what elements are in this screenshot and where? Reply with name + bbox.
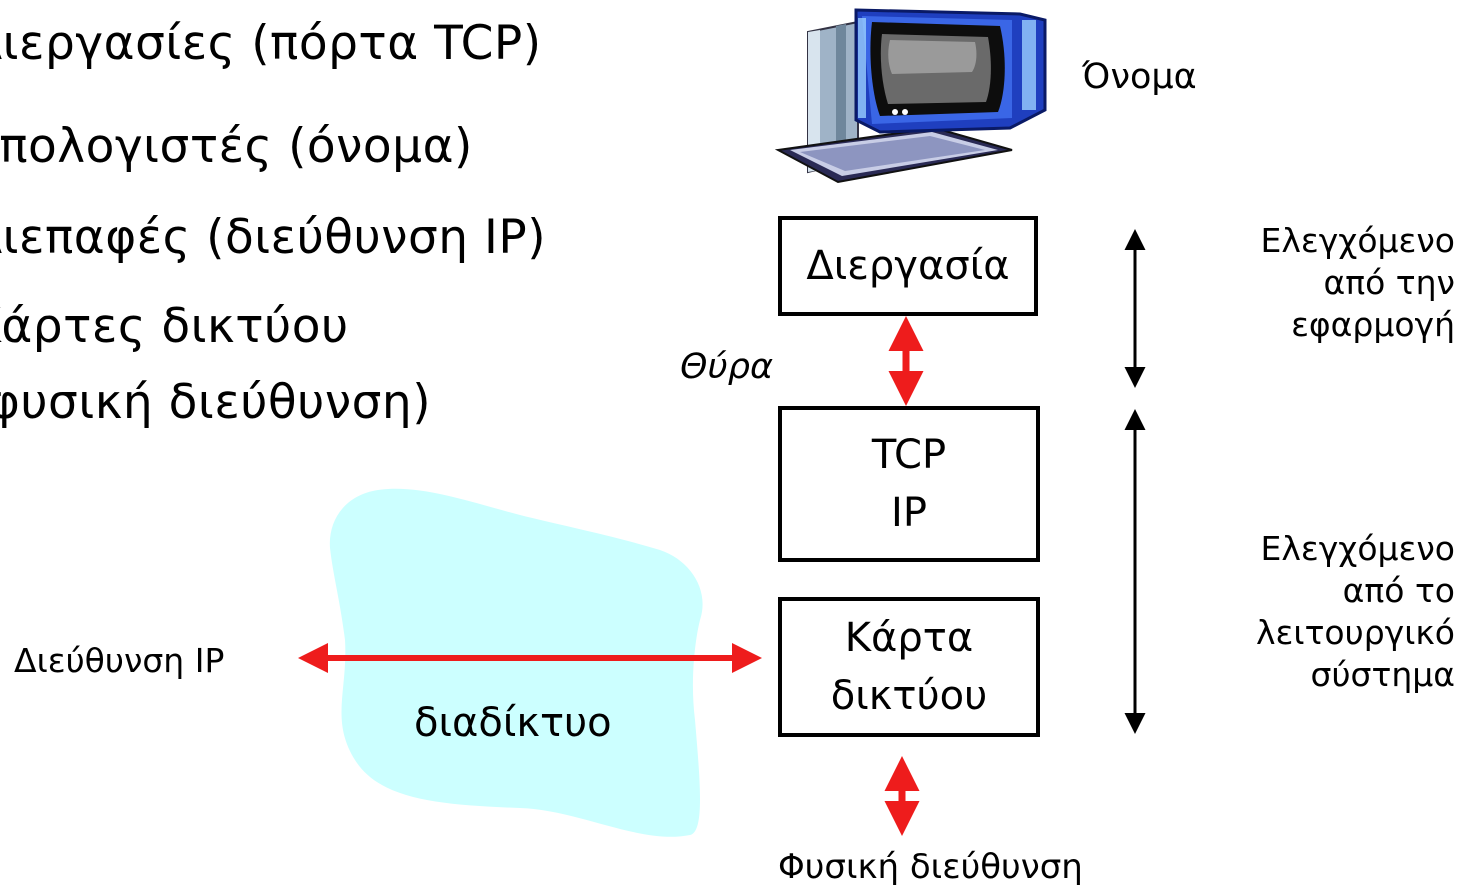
ip-label: IP (891, 490, 927, 536)
process-box: Διεργασία (778, 216, 1038, 316)
app-controlled-line1: Ελεγχόμενο (1260, 221, 1455, 260)
nic-label-line1: Κάρτα (844, 615, 974, 661)
os-controlled-line4: σύστημα (1310, 655, 1455, 694)
os-controlled-line2: από το (1342, 571, 1455, 610)
bullet-interfaces: Διεπαφές (διεύθυνση IP) (0, 210, 547, 265)
app-controlled-label: Ελεγχόμενο από την εφαρμογή (1155, 220, 1455, 346)
nic-box: Κάρτα δικτύου (778, 597, 1040, 737)
bullet-computers: Υπολογιστές (όνομα) (0, 119, 473, 174)
host-name-label: Όνομα (1082, 57, 1197, 97)
internet-label: διαδίκτυο (414, 700, 612, 746)
internet-cloud (329, 488, 703, 837)
port-label: Θύρα (680, 347, 774, 387)
os-controlled-line3: λειτουργικό (1256, 613, 1455, 652)
physical-address-label: Φυσική διεύθυνση (778, 847, 1083, 885)
app-controlled-line3: εφαρμογή (1291, 305, 1455, 344)
desktop-computer-icon (774, 8, 1047, 184)
os-controlled-label: Ελεγχόμενο από το λειτουργικό σύστημα (1155, 528, 1455, 696)
tcp-ip-box: TCP IP (778, 406, 1040, 562)
bullet-physical-address: (φυσική διεύθυνση) (0, 375, 432, 430)
bullet-processes: Διεργασίες (πόρτα TCP) (0, 16, 542, 71)
bullet-network-cards: Κάρτες δικτύου (0, 299, 349, 354)
nic-label-line2: δικτύου (830, 673, 988, 719)
tcp-label: TCP (871, 432, 947, 478)
os-controlled-line1: Ελεγχόμενο (1260, 529, 1455, 568)
ip-address-label: Διεύθυνση IP (14, 641, 225, 680)
app-controlled-line2: από την (1323, 263, 1455, 302)
process-label: Διεργασία (806, 243, 1010, 289)
